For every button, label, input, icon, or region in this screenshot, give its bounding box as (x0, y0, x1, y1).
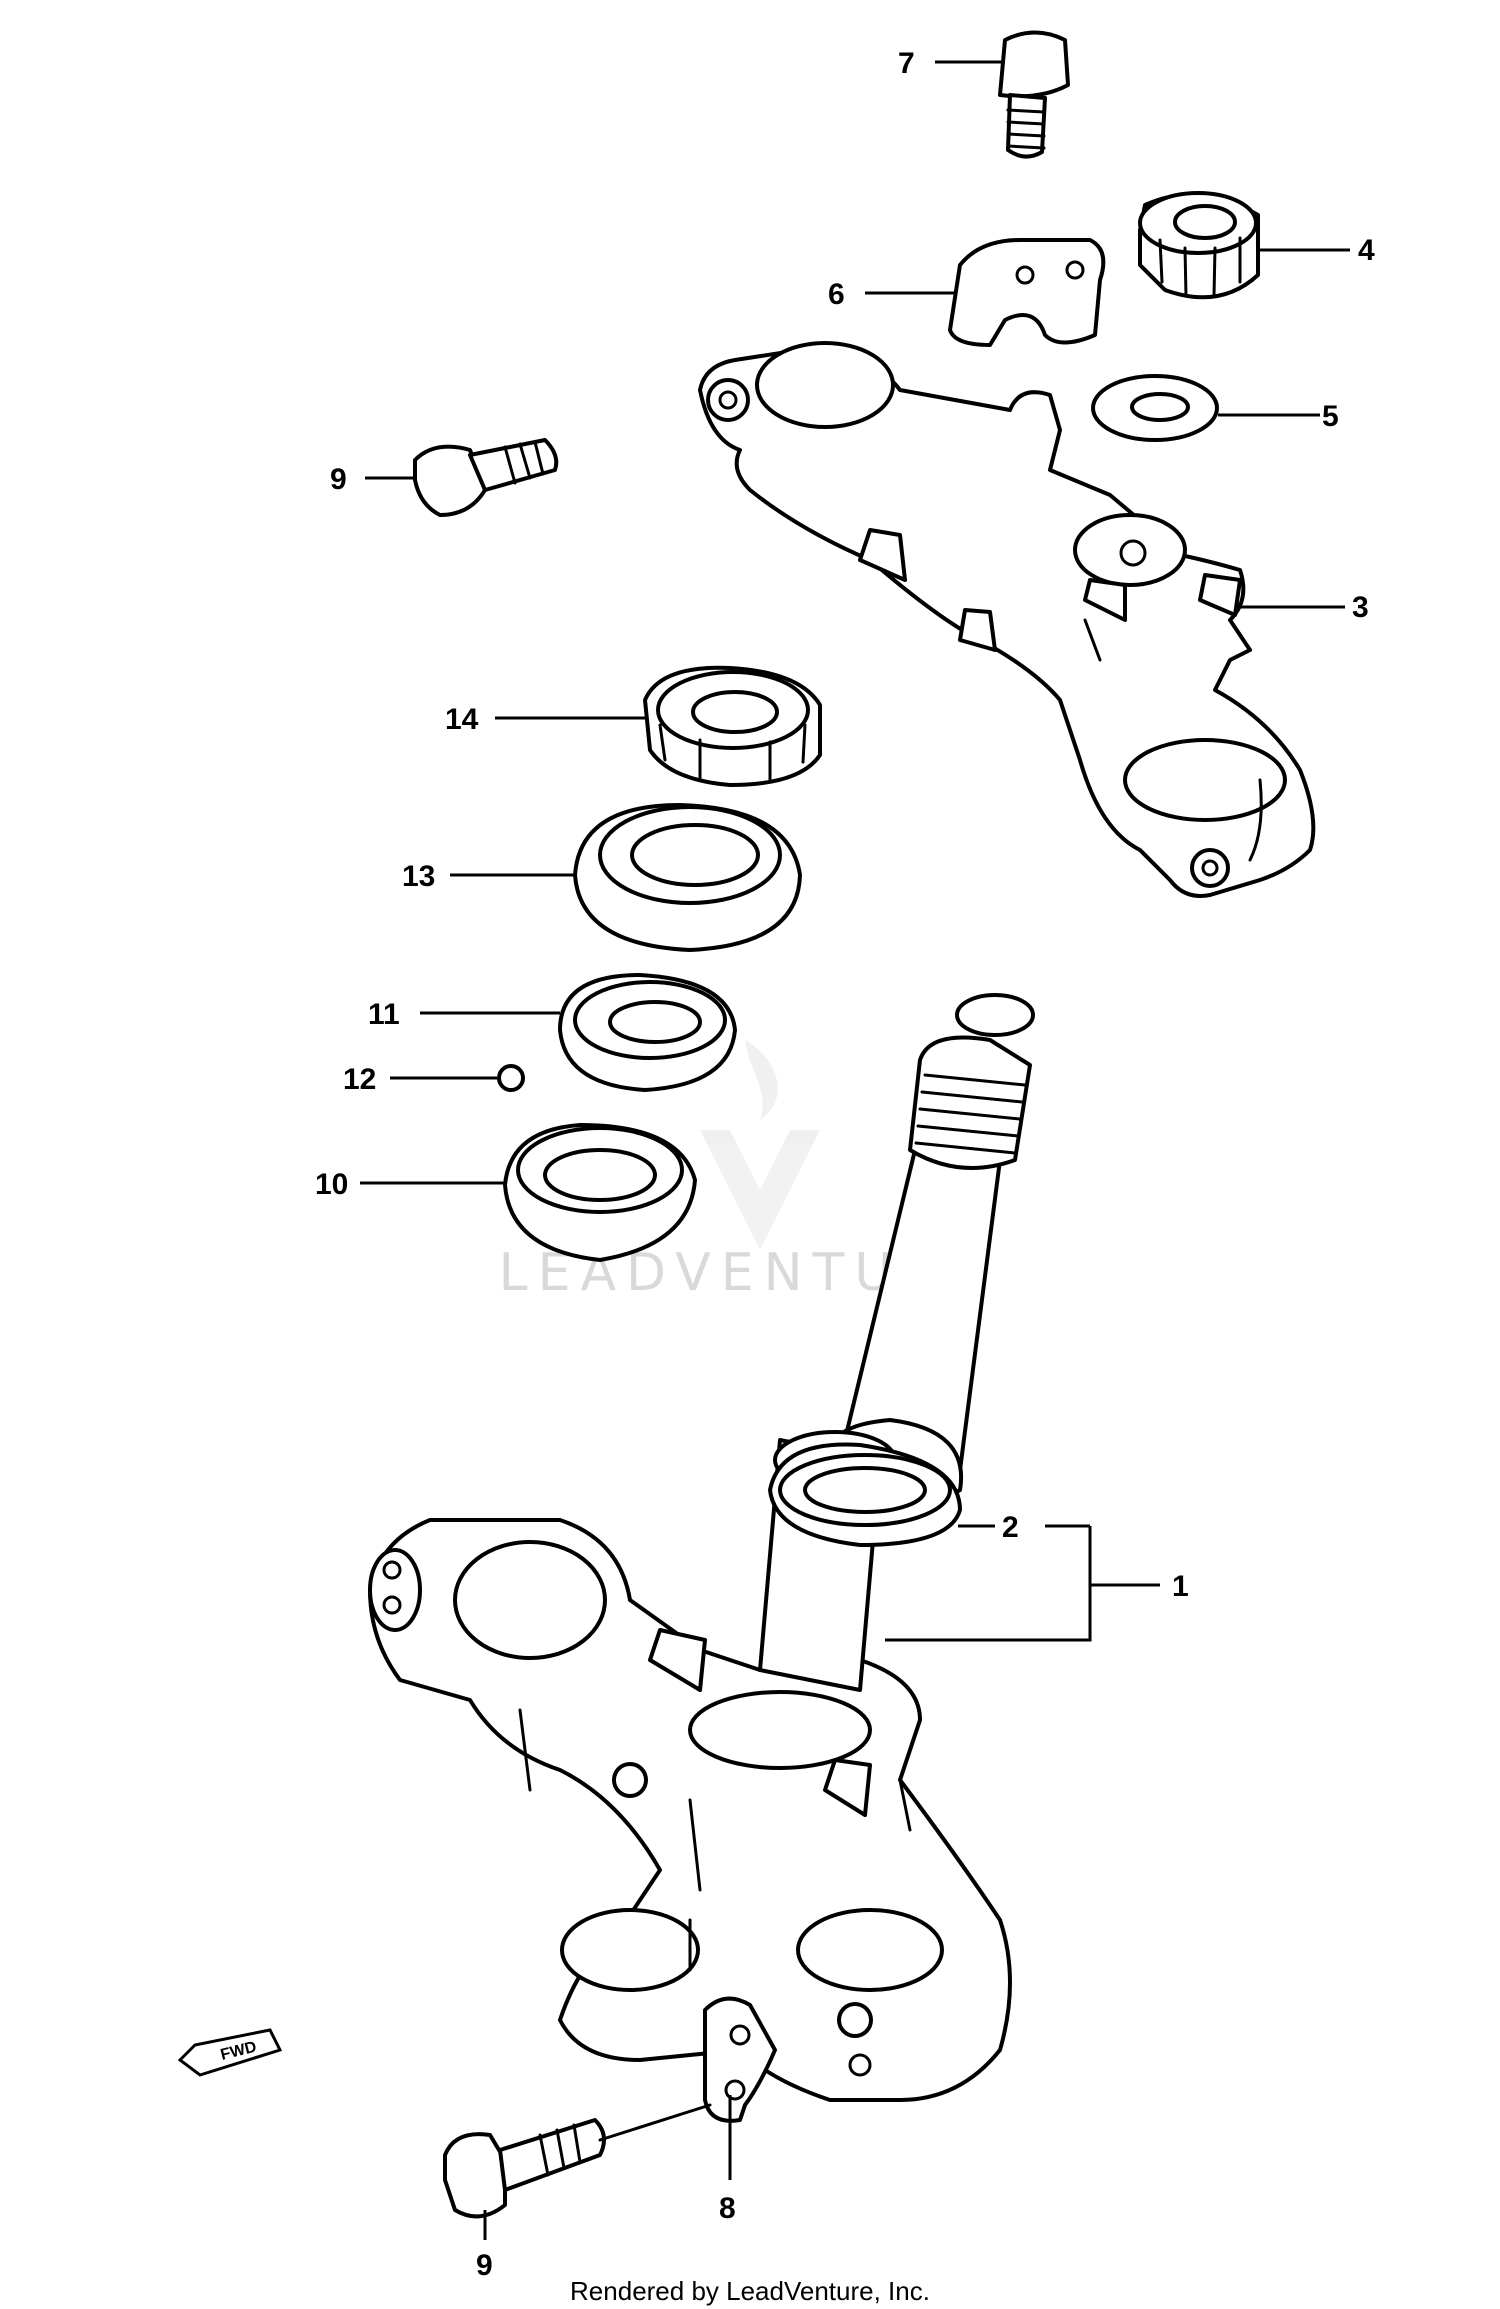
callout-4: 4 (1358, 234, 1375, 267)
callout-11: 11 (368, 998, 400, 1031)
part-13-bearing-race (573, 803, 802, 952)
part-9-bolt-bottom (443, 2103, 712, 2219)
part-4-nut (1138, 191, 1260, 300)
part-1-steering-stem (368, 993, 1035, 2102)
callout-2: 2 (1002, 1511, 1019, 1544)
fwd-direction-arrow: FWD (177, 2028, 283, 2077)
callout-6: 6 (828, 278, 845, 311)
callout-14: 14 (445, 703, 479, 736)
callout-1: 1 (1172, 1570, 1189, 1603)
part-9-bolt-top (413, 438, 559, 517)
part-5-washer (1091, 374, 1219, 442)
footer-credit: Rendered by LeadVenture, Inc. (570, 2276, 930, 2306)
callout-8: 8 (719, 2192, 736, 2225)
callout-9-bottom: 9 (476, 2249, 493, 2282)
callout-5: 5 (1322, 400, 1339, 433)
callout-10: 10 (315, 1168, 348, 1201)
part-10-lower-race (503, 1123, 697, 1262)
part-3-upper-bracket (698, 341, 1316, 898)
part-2-dust-seal (768, 1442, 962, 1547)
callout-labels: 7 4 6 5 3 9 14 13 11 12 10 2 1 8 9 (315, 47, 1375, 2282)
part-14-castle-nut (643, 665, 822, 787)
part-11-bearing (558, 973, 737, 1092)
part-7-bolt (998, 30, 1070, 159)
part-12-ball (497, 1064, 525, 1092)
watermark-logo (700, 1040, 820, 1250)
callout-9-top: 9 (330, 463, 347, 496)
callout-3: 3 (1352, 591, 1369, 624)
leader-lines (360, 60, 1350, 2240)
part-8-stopper-plate (703, 1996, 777, 2123)
callout-12: 12 (343, 1063, 376, 1096)
callout-7: 7 (898, 47, 915, 80)
callout-13: 13 (402, 860, 435, 893)
part-6-clamp (948, 238, 1106, 347)
